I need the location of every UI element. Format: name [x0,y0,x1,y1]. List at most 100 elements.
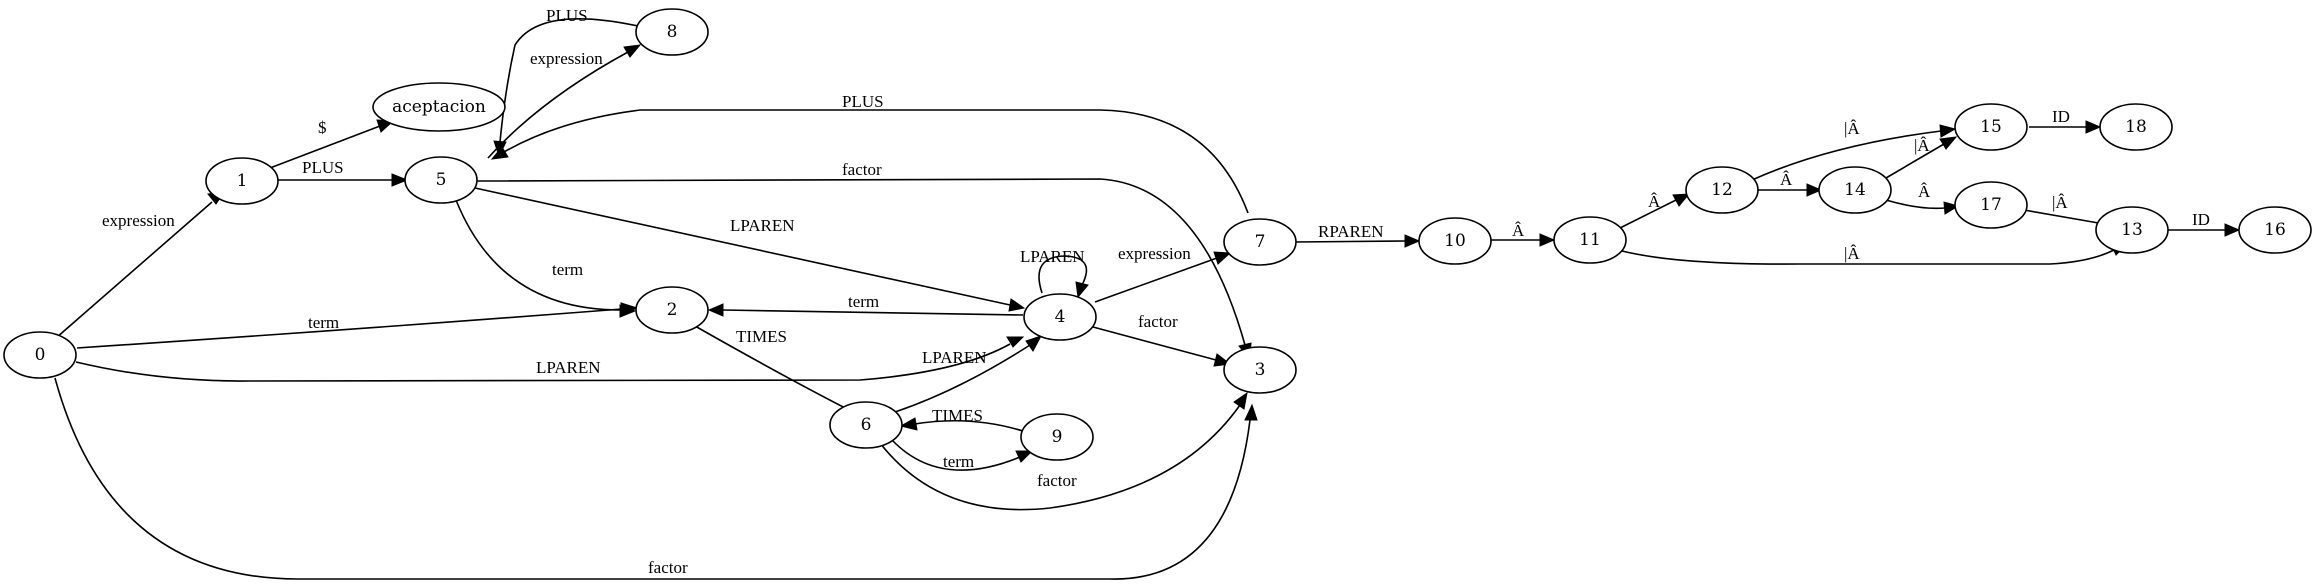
state-node-18: 18 [2099,103,2173,151]
edge-14-17: Â [1885,182,1960,215]
state-node-13: 13 [2095,206,2169,254]
edge-4-7: expression [1094,244,1232,303]
edge-label: PLUS [842,92,884,111]
node-label: 18 [2125,117,2147,137]
edge-12-14: Â [1756,170,1823,197]
edge-6-9: term [891,439,1034,471]
edge-label: LPAREN [1020,247,1085,266]
edge-6-3: factor [879,391,1248,511]
edge-label: PLUS [546,6,588,25]
state-node-0: 0 [3,331,77,379]
edge-label: factor [842,160,882,179]
state-node-2: 2 [635,286,709,334]
edge-0-1: expression [55,191,226,339]
state-node-7: 7 [1223,218,1297,266]
state-node-3: 3 [1223,346,1297,394]
edge-4-3: factor [1092,312,1232,367]
edge-label: expression [530,49,603,68]
node-label: 12 [1711,180,1733,200]
edge-label: Â [1780,170,1793,189]
edge-label: expression [1118,244,1191,263]
edge-2-6: TIMES [694,325,868,420]
state-node-6: 6 [829,401,903,449]
edge-15-18: ID [2029,107,2102,134]
edge-4-2: term [707,292,1024,317]
edge-label: Â [1918,182,1931,201]
edge-label: factor [1037,471,1077,490]
edge-label: factor [1138,312,1178,331]
edge-8-5: PLUS [493,6,639,158]
edge-11-12: Â [1619,192,1691,229]
node-label: 8 [667,22,678,42]
edge-label: PLUS [302,158,344,177]
state-node-11: 11 [1553,216,1627,264]
state-node-9: 9 [1020,413,1094,461]
edge-0-4: LPAREN [75,336,1025,382]
edge-9-6: TIMES [899,406,1024,432]
edge-label: |Â [1844,244,1860,263]
node-label: 2 [667,300,678,320]
edge-label: factor [648,558,688,577]
node-label: 11 [1579,230,1601,250]
node-label: 7 [1255,232,1266,252]
state-node-1: 1 [205,157,279,205]
state-node-17: 17 [1954,181,2028,229]
state-node-10: 10 [1418,217,1492,265]
edge-12-15: |Â [1751,119,1957,181]
edge-14-15: |Â [1885,136,1958,179]
edge-label: LPAREN [730,216,795,235]
edge-0-3: factor [54,377,1258,580]
node-label: 16 [2264,220,2286,240]
edge-label: Â [1648,192,1661,211]
edge-1-5: PLUS [278,158,409,187]
edge-label: term [848,292,879,311]
edge-label: RPAREN [1318,222,1384,241]
state-node-14: 14 [1818,166,1892,214]
node-label: 17 [1980,195,2002,215]
node-label: 9 [1052,427,1063,447]
node-label: 14 [1844,180,1866,200]
node-label: 1 [237,171,248,191]
edge-5-4: LPAREN [474,187,1026,312]
edge-label: term [552,260,583,279]
node-label: 13 [2121,220,2143,240]
edge-label: ID [2192,210,2210,229]
edge-label: term [308,313,339,332]
edge-label: |Â [1844,119,1860,138]
node-label: 4 [1055,307,1066,327]
state-node-aceptacion: aceptacion [372,82,506,132]
node-label: aceptacion [392,97,486,117]
state-node-12: 12 [1685,166,1759,214]
state-node-5: 5 [404,156,478,204]
node-label: 15 [1980,117,2002,137]
edge-label: term [943,452,974,471]
edge-11-13: |Â [1621,243,2129,265]
edge-label: Â [1512,221,1525,240]
node-label: 10 [1444,231,1466,251]
edge-10-11: Â [1490,221,1556,247]
edge-label: LPAREN [922,348,987,367]
node-label: 3 [1255,360,1266,380]
state-node-4: 4 [1023,293,1097,341]
edge-7-10: RPAREN [1293,222,1421,248]
edge-7-5: PLUS [490,92,1249,214]
edge-label: TIMES [736,327,787,346]
edge-6-4: LPAREN [894,335,1043,413]
edge-0-2: term [76,302,639,349]
state-node-8: 8 [635,8,709,56]
edge-4-4: LPAREN [1020,247,1089,299]
edge-label: LPAREN [536,358,601,377]
node-label: 0 [35,345,46,365]
edge-13-16: ID [2168,210,2241,237]
edge-label: |Â [1914,136,1930,155]
edge-label: ID [2052,107,2070,126]
state-node-16: 16 [2238,206,2312,254]
edge-label: TIMES [932,406,983,425]
edge-label: |Â [2052,193,2068,212]
node-label: 6 [861,415,872,435]
node-label: 5 [436,170,447,190]
edge-label: expression [102,211,175,230]
state-node-15: 15 [1954,103,2028,151]
edge-5-2: term [455,199,637,318]
